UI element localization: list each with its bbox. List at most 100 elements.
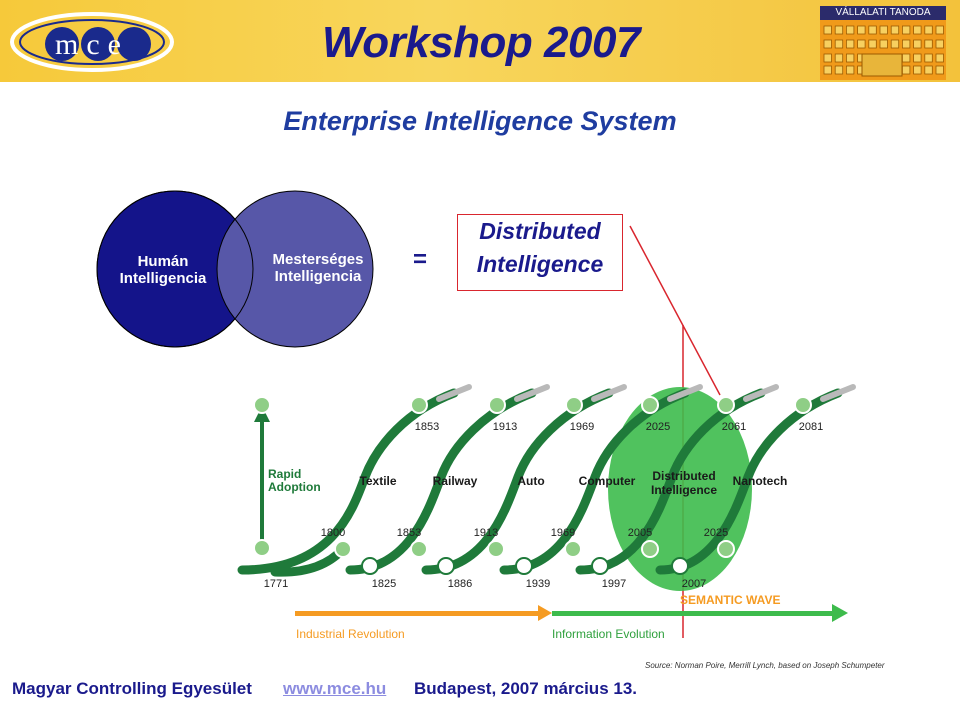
wave-mid-node: [487, 540, 505, 558]
industrial-revolution-bar: [295, 611, 545, 616]
wave-bottom-node: [361, 557, 379, 575]
bottom-year-label: 1771: [264, 578, 288, 590]
wave-top-node: [565, 396, 583, 414]
wave-tail: [820, 384, 856, 402]
building-window: [857, 25, 866, 35]
building-window: [935, 25, 944, 35]
innovation-wave-curve: [655, 388, 843, 575]
mid-year-label: 1969: [551, 527, 575, 539]
building-window: [868, 25, 877, 35]
wave-bottom-node: [671, 557, 689, 575]
building-window: [823, 25, 832, 35]
building-window: [834, 39, 844, 49]
building-window: [924, 25, 933, 35]
building-window: [879, 39, 888, 49]
building-window: [913, 39, 922, 49]
top-year-label: 2081: [799, 421, 823, 433]
rapid-adoption-line1: Rapid: [268, 467, 301, 481]
rapid-adoption-line2: Adoption: [268, 480, 321, 494]
wave-mid-node: [334, 540, 352, 558]
wave-mid-node: [564, 540, 582, 558]
building-window: [913, 25, 922, 35]
human-intelligence-label: Humán Intelligencia: [110, 253, 216, 287]
building-window: [924, 39, 933, 49]
wave-bottom-node: [591, 557, 609, 575]
building-window: [924, 65, 933, 75]
innovation-wave-curve: [499, 388, 690, 575]
pointer-line-1: [629, 225, 721, 396]
bottom-year-label: 1939: [526, 578, 550, 590]
footer-place-date: Budapest, 2007 március 13.: [414, 679, 638, 698]
building-window: [845, 65, 855, 75]
mid-year-label: 1800: [321, 527, 345, 539]
wave-label-computer: Computer: [579, 474, 636, 488]
wave-mid-node: [641, 540, 659, 558]
footer-website-link[interactable]: www.mce.hu: [283, 679, 387, 698]
wave-label-distributed: Distributed: [652, 469, 715, 483]
building-window: [902, 39, 911, 49]
building-window: [913, 65, 922, 75]
building-window: [935, 39, 944, 49]
innovation-wave-curve: [421, 388, 614, 575]
building-window: [845, 39, 855, 49]
wave-tail: [743, 384, 779, 402]
vallalati-tanoda-building-icon: [820, 20, 946, 80]
semantic-wave-label: SEMANTIC WAVE: [680, 593, 780, 607]
wave-top-node: [641, 396, 659, 414]
distributed-intelligence-box: Distributed Intelligence: [457, 214, 623, 291]
wave-label-railway: Railway: [433, 474, 478, 488]
building-window: [823, 39, 832, 49]
wave-mid-node: [410, 540, 428, 558]
innovation-wave-curve: [345, 388, 537, 575]
wave-bottom-node: [515, 557, 533, 575]
wave-top-node: [488, 396, 506, 414]
logo-circle-e: [117, 27, 151, 61]
wave-top-node: [410, 396, 428, 414]
distributed-line1: Distributed: [479, 218, 601, 244]
wave-label-nanotech: Nanotech: [733, 474, 788, 488]
distributed-line2: Intelligence: [476, 251, 604, 277]
top-year-label: 2061: [722, 421, 746, 433]
building-window: [924, 53, 933, 63]
logo-circle-m: [45, 27, 79, 61]
equals-sign: =: [413, 246, 428, 273]
bottom-year-label: 1886: [448, 578, 472, 590]
human-label-line1: Humán: [137, 253, 189, 270]
mid-year-label: 1853: [397, 527, 421, 539]
rapid-adoption-node: [253, 539, 271, 557]
page-title: Workshop 2007: [322, 18, 640, 67]
wave-mid-node: [717, 540, 735, 558]
artificial-intelligence-label: Mesterséges Intelligencia: [262, 251, 374, 285]
mce-logo: mce: [10, 12, 174, 72]
slide-subtitle: Enterprise Intelligence System: [283, 106, 677, 136]
building-window: [834, 25, 844, 35]
building-window: [823, 65, 832, 75]
building-window: [890, 39, 900, 49]
wave-top-node: [717, 396, 735, 414]
information-evolution-label: Information Evolution: [552, 627, 665, 641]
building-window: [834, 53, 844, 63]
wave-tail: [514, 384, 550, 402]
logo-circle-c: [81, 27, 115, 61]
wave-label-textile: Textile: [359, 474, 396, 488]
venn-diagram: [96, 190, 374, 348]
industrial-revolution-arrowhead: [538, 605, 552, 621]
building-window: [823, 53, 832, 63]
industrial-revolution-label: Industrial Revolution: [296, 627, 405, 641]
footer-organization: Magyar Controlling Egyesület: [12, 679, 252, 698]
building-window: [935, 53, 944, 63]
wave-label-intelligence: Intelligence: [651, 483, 717, 497]
top-year-label: 1853: [415, 421, 439, 433]
building-window: [857, 39, 866, 49]
source-note: Source: Norman Poire, Merrill Lynch, bas…: [645, 661, 885, 670]
human-label-line2: Intelligencia: [119, 270, 207, 287]
building-window: [868, 39, 877, 49]
mid-year-label: 2025: [704, 527, 728, 539]
wave-top-node: [794, 396, 812, 414]
building-window: [890, 25, 900, 35]
building-window: [913, 53, 922, 63]
building-window: [845, 53, 855, 63]
building-window: [935, 65, 944, 75]
information-evolution-bar: [552, 611, 837, 616]
